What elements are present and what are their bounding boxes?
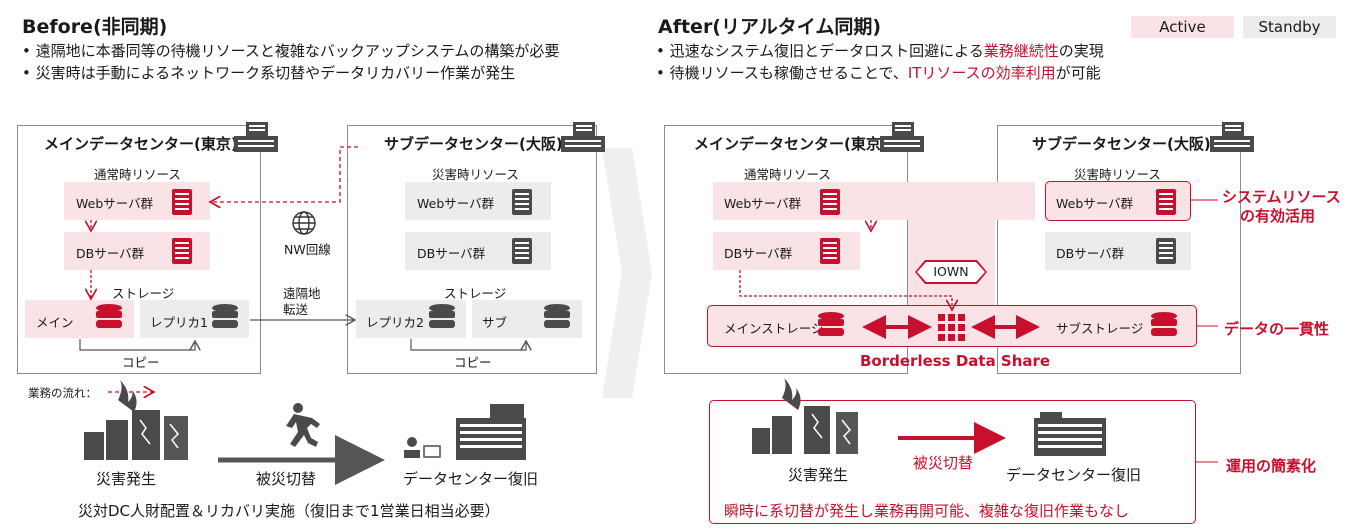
before-sub-storage-sub-label: サブ (482, 315, 508, 330)
remote-transfer-label-1: 遠隔地 (283, 286, 321, 301)
before-recovery-label: データセンター復旧 (403, 470, 539, 488)
before-title: Before(非同期) (22, 16, 168, 38)
callout-ops-simplify: 運用の簡素化 (1226, 457, 1317, 475)
after-disaster-box (709, 400, 1196, 524)
after-disaster-label: 災害発生 (788, 466, 849, 484)
before-main-storage-label: ストレージ (112, 286, 175, 301)
before-switch-label: 被災切替 (256, 470, 317, 488)
legend-active: Active (1131, 16, 1234, 38)
before-sub-dc-title: サブデータセンター(大阪) (384, 135, 563, 153)
before-bullet-1: • 遠隔地に本番同等の待機リソースと複雑なバックアップシステムの構築が必要 (22, 42, 560, 60)
after-sub-dc-title: サブデータセンター(大阪) (1032, 135, 1211, 153)
after-bullet-2: • 待機リソースも稼働させることで、ITリソースの効率利用が可能 (656, 64, 1101, 82)
before-sub-copy-label: コピー (454, 355, 492, 370)
after-switch-label: 被災切替 (913, 454, 974, 472)
before-replica2-label: レプリカ2 (366, 315, 424, 330)
after-sub-db-label: DBサーバ群 (1056, 246, 1125, 261)
before-disaster-label: 災害発生 (96, 470, 157, 488)
before-sub-storage-label: ストレージ (444, 286, 507, 301)
after-main-resource-label: 通常時リソース (744, 167, 831, 182)
remote-transfer-label-2: 転送 (283, 302, 309, 317)
flow-legend-label: 業務の流れ： (28, 386, 97, 400)
bds-label: Borderless Data Share (860, 352, 1051, 370)
before-main-resource-label: 通常時リソース (94, 167, 181, 182)
after-footer-note: 瞬時に系切替が発生し業務再開可能、複雑な復旧作業もなし (724, 502, 1130, 520)
before-sub-web-label: Webサーバ群 (417, 196, 495, 211)
after-bullet-1: • 迅速なシステム復旧とデータロスト回避による業務継続性の実現 (656, 42, 1104, 60)
after-sub-storage-label: サブストレージ (1056, 321, 1144, 336)
before-replica1-label: レプリカ1 (150, 315, 208, 330)
before-footer-note: 災対DC人財配置＆リカバリ実施（復旧まで1営業日相当必要） (78, 502, 500, 520)
before-main-storage-main-label: メイン (36, 315, 74, 330)
after-main-dc-title: メインデータセンター(東京) (694, 135, 888, 153)
after-sub-web-label: Webサーバ群 (1056, 196, 1134, 211)
before-main-web-label: Webサーバ群 (76, 196, 154, 211)
after-web-link-band (713, 182, 1035, 220)
nw-line-label: NW回線 (284, 242, 331, 257)
after-recovery-label: データセンター復旧 (1006, 466, 1142, 484)
after-sub-resource-label: 災害時リソース (1074, 167, 1161, 182)
legend-standby: Standby (1243, 16, 1336, 38)
callout-data-consistency: データの一貫性 (1224, 320, 1330, 338)
after-title: After(リアルタイム同期) (658, 16, 882, 38)
before-sub-resource-label: 災害時リソース (432, 167, 519, 182)
before-main-dc-title: メインデータセンター(東京) (44, 135, 238, 153)
after-main-db-label: DBサーバ群 (724, 246, 793, 261)
after-main-web-label: Webサーバ群 (724, 196, 802, 211)
after-main-storage-label: メインストレージ (724, 321, 824, 336)
before-main-db-label: DBサーバ群 (76, 246, 145, 261)
callout-system-1: システムリソース (1222, 188, 1341, 206)
before-bullet-2: • 災害時は手動によるネットワーク系切替やデータリカバリー作業が発生 (22, 64, 516, 82)
before-main-copy-label: コピー (122, 355, 160, 370)
before-sub-db-label: DBサーバ群 (417, 246, 486, 261)
iown-tag: IOWN (917, 262, 985, 282)
callout-system-2: の有効活用 (1240, 207, 1316, 225)
